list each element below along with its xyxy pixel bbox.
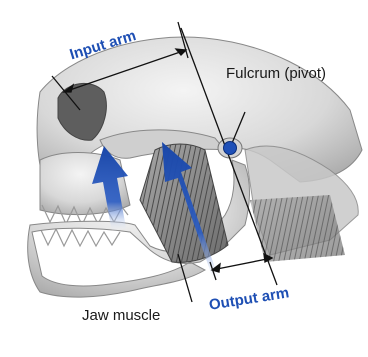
- output-arm-dimension: [210, 254, 272, 280]
- fulcrum-dot-icon: [224, 142, 237, 155]
- fulcrum-label: Fulcrum (pivot): [226, 66, 326, 81]
- jaw-muscle-label: Jaw muscle: [82, 308, 160, 323]
